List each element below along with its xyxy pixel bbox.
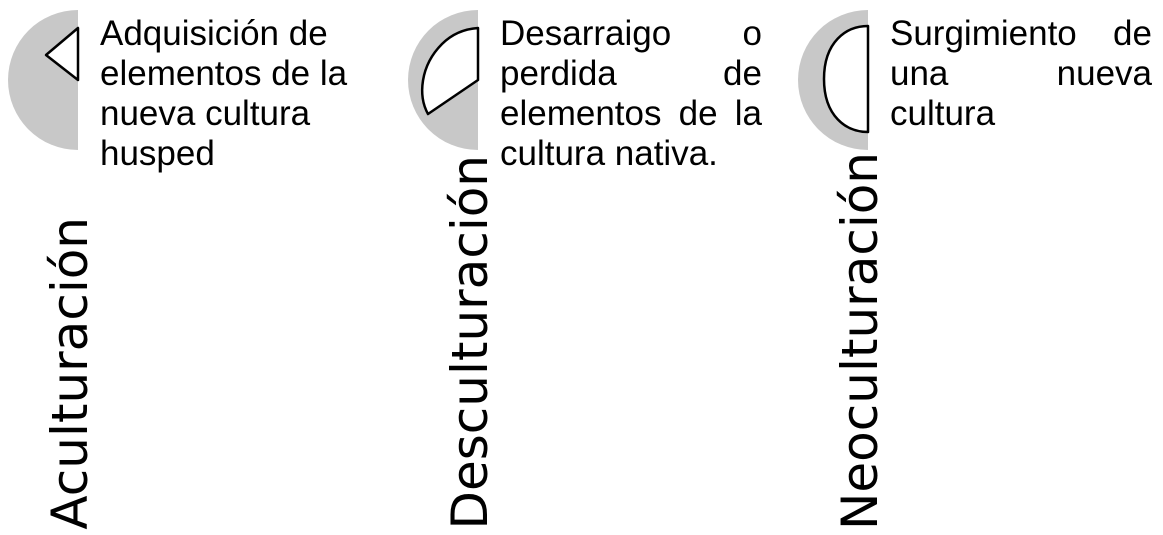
stage-desculturacion: Desculturación Desarraigo o perdida de e… [400, 0, 780, 535]
stage-title: Aculturación [41, 217, 99, 530]
stage-title: Desculturación [441, 155, 499, 530]
stage-title: Neoculturación [831, 152, 889, 530]
stage-aculturacion: Aculturación Adquisición de elementos de… [0, 0, 380, 535]
half-pie-segment-icon [798, 10, 882, 150]
stage-description: Desarraigo o perdida de elementos de la … [500, 14, 762, 173]
medium-pie-segment-icon [408, 10, 492, 150]
stage-neoculturacion: Neoculturación Surgimiento de una nueva … [790, 0, 1163, 535]
stage-description: Adquisición de elementos de la nueva cul… [100, 14, 348, 173]
stage-description: Surgimiento de una nueva cultura [890, 14, 1152, 133]
small-pie-segment-icon [8, 10, 92, 150]
